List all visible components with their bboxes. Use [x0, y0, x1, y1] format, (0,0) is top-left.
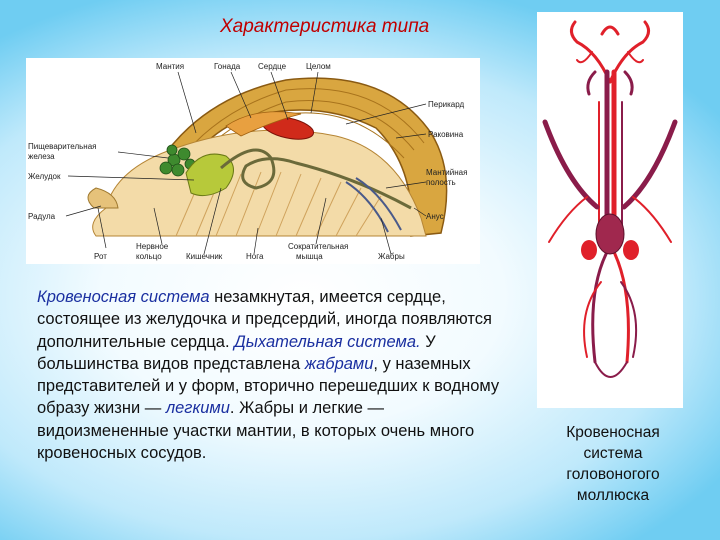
label-perikard: Перикард: [428, 100, 465, 109]
text-mantle: . Жабры и легкие — видоизмененные участк…: [37, 399, 475, 463]
label-radula: Радула: [28, 212, 56, 221]
text-respiratory: У большинства видов представлена: [37, 332, 436, 373]
body-paragraph: Кровеносная система незамкнутая, имеется…: [37, 286, 507, 464]
label-mantiynaya-2: полость: [426, 178, 456, 187]
label-rot: Рот: [94, 252, 107, 261]
label-mantiynaya-1: Мантийная: [426, 168, 468, 177]
mollusk-anatomy-diagram: Мантия Гонада Сердце Целом Перикард Рако…: [26, 58, 480, 264]
label-serdtse: Сердце: [258, 62, 287, 71]
label-nervnoe-1: Нервное: [136, 242, 169, 251]
text-circulatory: незамкнутая, имеется сердце, состоящее и…: [37, 288, 492, 351]
label-noga: Нога: [246, 252, 264, 261]
label-sokr-1: Сократительная: [288, 242, 349, 251]
term-circulatory-system: Кровеносная система: [37, 288, 210, 306]
label-nervnoe-2: кольцо: [136, 252, 162, 261]
mollusk-body-illustration: [65, 71, 448, 255]
blood-vessels-illustration: [542, 20, 678, 378]
term-gills: жабрами: [304, 354, 374, 373]
label-anus: Анус: [426, 212, 444, 221]
term-respiratory-system: Дыхательная система.: [234, 332, 421, 351]
text-terrestrial: , у наземных представителей и у форм, вт…: [37, 354, 500, 418]
label-gonada: Гонада: [214, 62, 241, 71]
label-zhabry: Жабры: [378, 252, 405, 261]
label-tselom: Целом: [306, 62, 331, 71]
label-kishechnik: Кишечник: [186, 252, 223, 261]
label-pischevar-2: железа: [28, 152, 55, 161]
cephalopod-circulatory-diagram: [537, 12, 683, 408]
term-lungs: легкими: [165, 399, 230, 418]
label-zheludok: Желудок: [28, 172, 61, 181]
label-sokr-2: мышца: [296, 252, 323, 261]
label-mantiya: Мантия: [156, 62, 185, 71]
label-rakovina: Раковина: [428, 130, 464, 139]
label-pischevar-1: Пищеварительная: [28, 142, 97, 151]
slide-title: Характеристика типа: [220, 16, 430, 37]
diagram-caption: Кровеносная система головоногого моллюск…: [566, 424, 660, 504]
